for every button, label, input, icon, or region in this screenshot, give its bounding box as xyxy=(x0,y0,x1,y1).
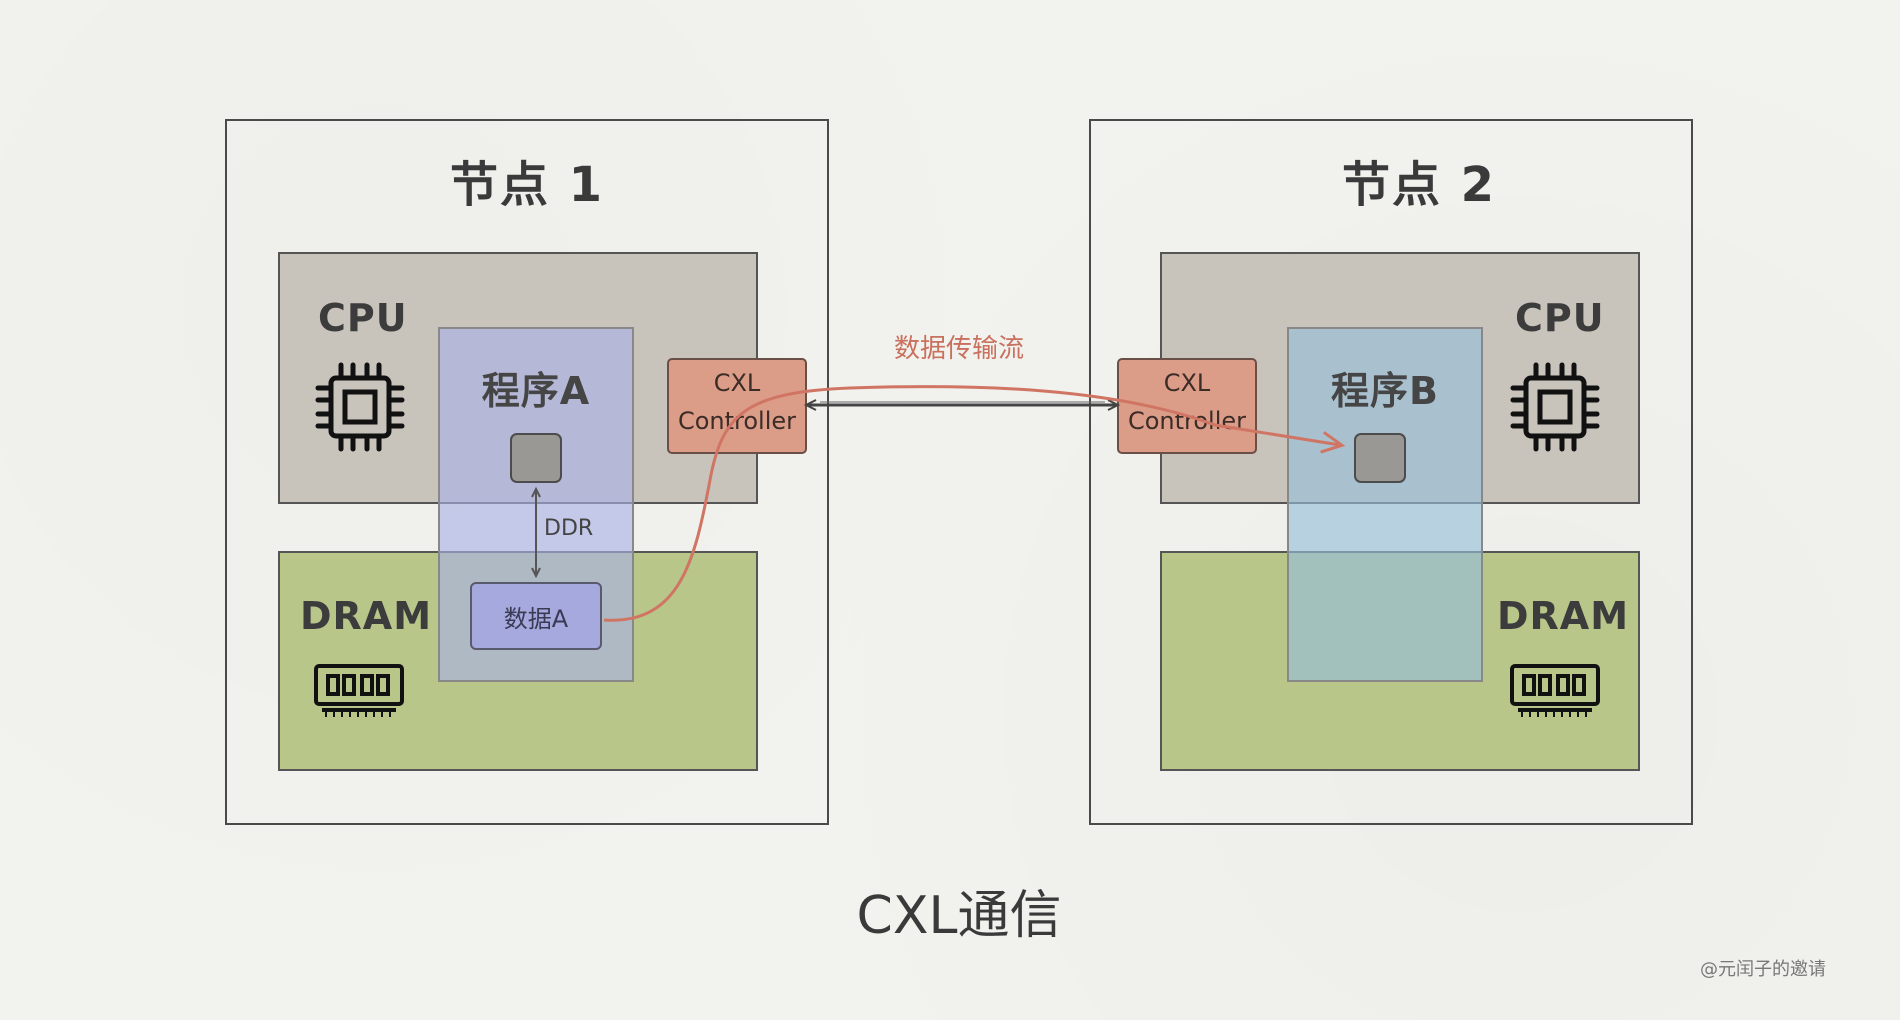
program-a-memory-block xyxy=(510,433,562,483)
node-2-cxl-label: CXL xyxy=(1163,369,1211,397)
cpu-chip-icon xyxy=(1510,362,1600,452)
node-1-controller-label: Controller xyxy=(677,407,797,435)
program-b-memory-block xyxy=(1354,433,1406,483)
node-2-controller-label: Controller xyxy=(1127,407,1247,435)
node-1-cpu-label: CPU xyxy=(318,296,408,340)
ddr-label: DDR xyxy=(544,516,594,541)
data-a-block: 数据A xyxy=(470,582,602,650)
author-watermark: @元闰子的邀请 xyxy=(1700,959,1826,980)
cpu-chip-icon xyxy=(315,362,405,452)
node-2-cpu-label: CPU xyxy=(1515,296,1605,340)
program-b-label: 程序B xyxy=(1331,369,1439,413)
node-1-dram-label: DRAM xyxy=(300,594,433,638)
node-1-title: 节点 1 xyxy=(449,157,605,213)
memory-module-icon xyxy=(314,664,404,717)
node-1-cxl-controller: CXL Controller xyxy=(667,358,807,454)
memory-module-icon xyxy=(1510,664,1600,717)
node-2-title: 节点 2 xyxy=(1341,157,1497,213)
diagram-caption: CXL通信 xyxy=(856,886,1062,946)
data-transfer-flow-label: 数据传输流 xyxy=(894,334,1025,364)
node-2-cxl-controller: CXL Controller xyxy=(1117,358,1257,454)
node-1-cxl-label: CXL xyxy=(713,369,761,397)
node-2-dram-label: DRAM xyxy=(1497,594,1630,638)
program-a-label: 程序A xyxy=(481,369,591,413)
